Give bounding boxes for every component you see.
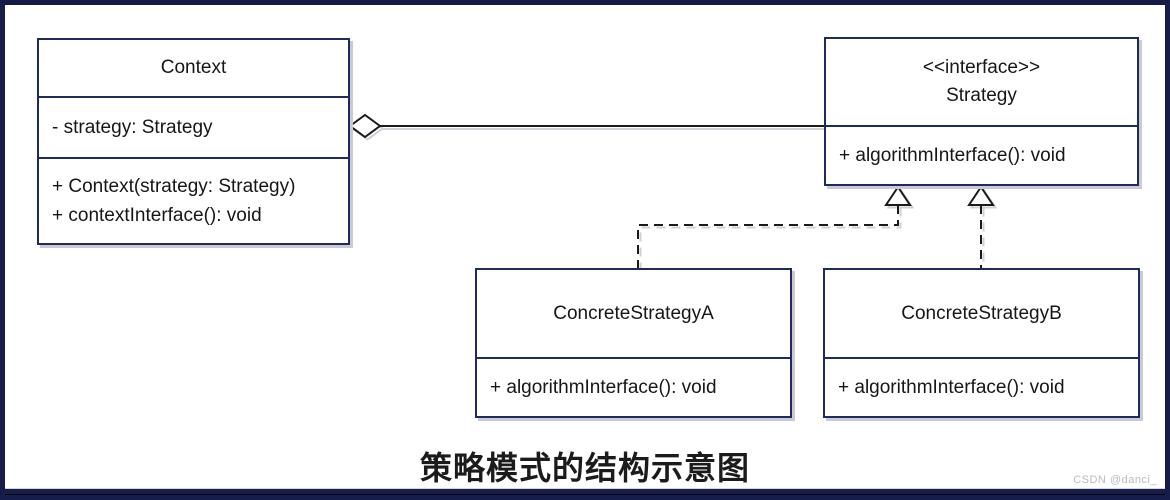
methods-compartment: + Context(strategy: Strategy) + contextI… bbox=[39, 157, 348, 243]
method-line: + contextInterface(): void bbox=[52, 205, 262, 226]
aggregation-diamond-icon bbox=[348, 113, 382, 139]
class-title: ConcreteStrategyA bbox=[553, 302, 714, 324]
realization-connector-a bbox=[637, 185, 912, 268]
class-box-strategy: <<interface>> Strategy + algorithmInterf… bbox=[824, 37, 1139, 186]
class-name-label: Strategy bbox=[946, 85, 1017, 106]
method-line: + algorithmInterface(): void bbox=[839, 145, 1066, 166]
class-box-concrete-strategy-b: ConcreteStrategyB + algorithmInterface()… bbox=[823, 268, 1140, 418]
methods-compartment: + algorithmInterface(): void bbox=[825, 357, 1138, 416]
realization-connector-b bbox=[967, 185, 995, 268]
methods-compartment: + algorithmInterface(): void bbox=[477, 357, 790, 416]
methods-compartment: + algorithmInterface(): void bbox=[826, 125, 1137, 184]
aggregation-connector bbox=[348, 113, 824, 139]
class-title: Context bbox=[160, 57, 227, 78]
watermark-text: CSDN @danci_ bbox=[1073, 474, 1157, 486]
class-title: <<interface>> Strategy bbox=[826, 39, 1137, 125]
frame-top-hairline bbox=[0, 0, 1170, 1]
frame-bottom-strip bbox=[5, 488, 1165, 495]
stereotype-label: <<interface>> bbox=[922, 57, 1041, 78]
method-line: + algorithmInterface(): void bbox=[838, 377, 1065, 398]
class-box-context: Context - strategy: Strategy + Context(s… bbox=[37, 38, 350, 245]
method-line: + Context(strategy: Strategy) bbox=[52, 176, 296, 197]
realization-dashed-line-a bbox=[637, 205, 899, 268]
attribute-line: - strategy: Strategy bbox=[52, 117, 213, 138]
diagram-caption: 策略模式的结构示意图 bbox=[419, 450, 750, 486]
class-title: ConcreteStrategyB bbox=[901, 302, 1062, 324]
class-box-concrete-strategy-a: ConcreteStrategyA + algorithmInterface()… bbox=[475, 268, 792, 418]
attributes-compartment: - strategy: Strategy bbox=[39, 96, 348, 157]
realization-triangle-icon-b bbox=[967, 185, 995, 206]
method-line: + algorithmInterface(): void bbox=[490, 377, 717, 398]
realization-triangle-icon-a bbox=[884, 185, 912, 206]
